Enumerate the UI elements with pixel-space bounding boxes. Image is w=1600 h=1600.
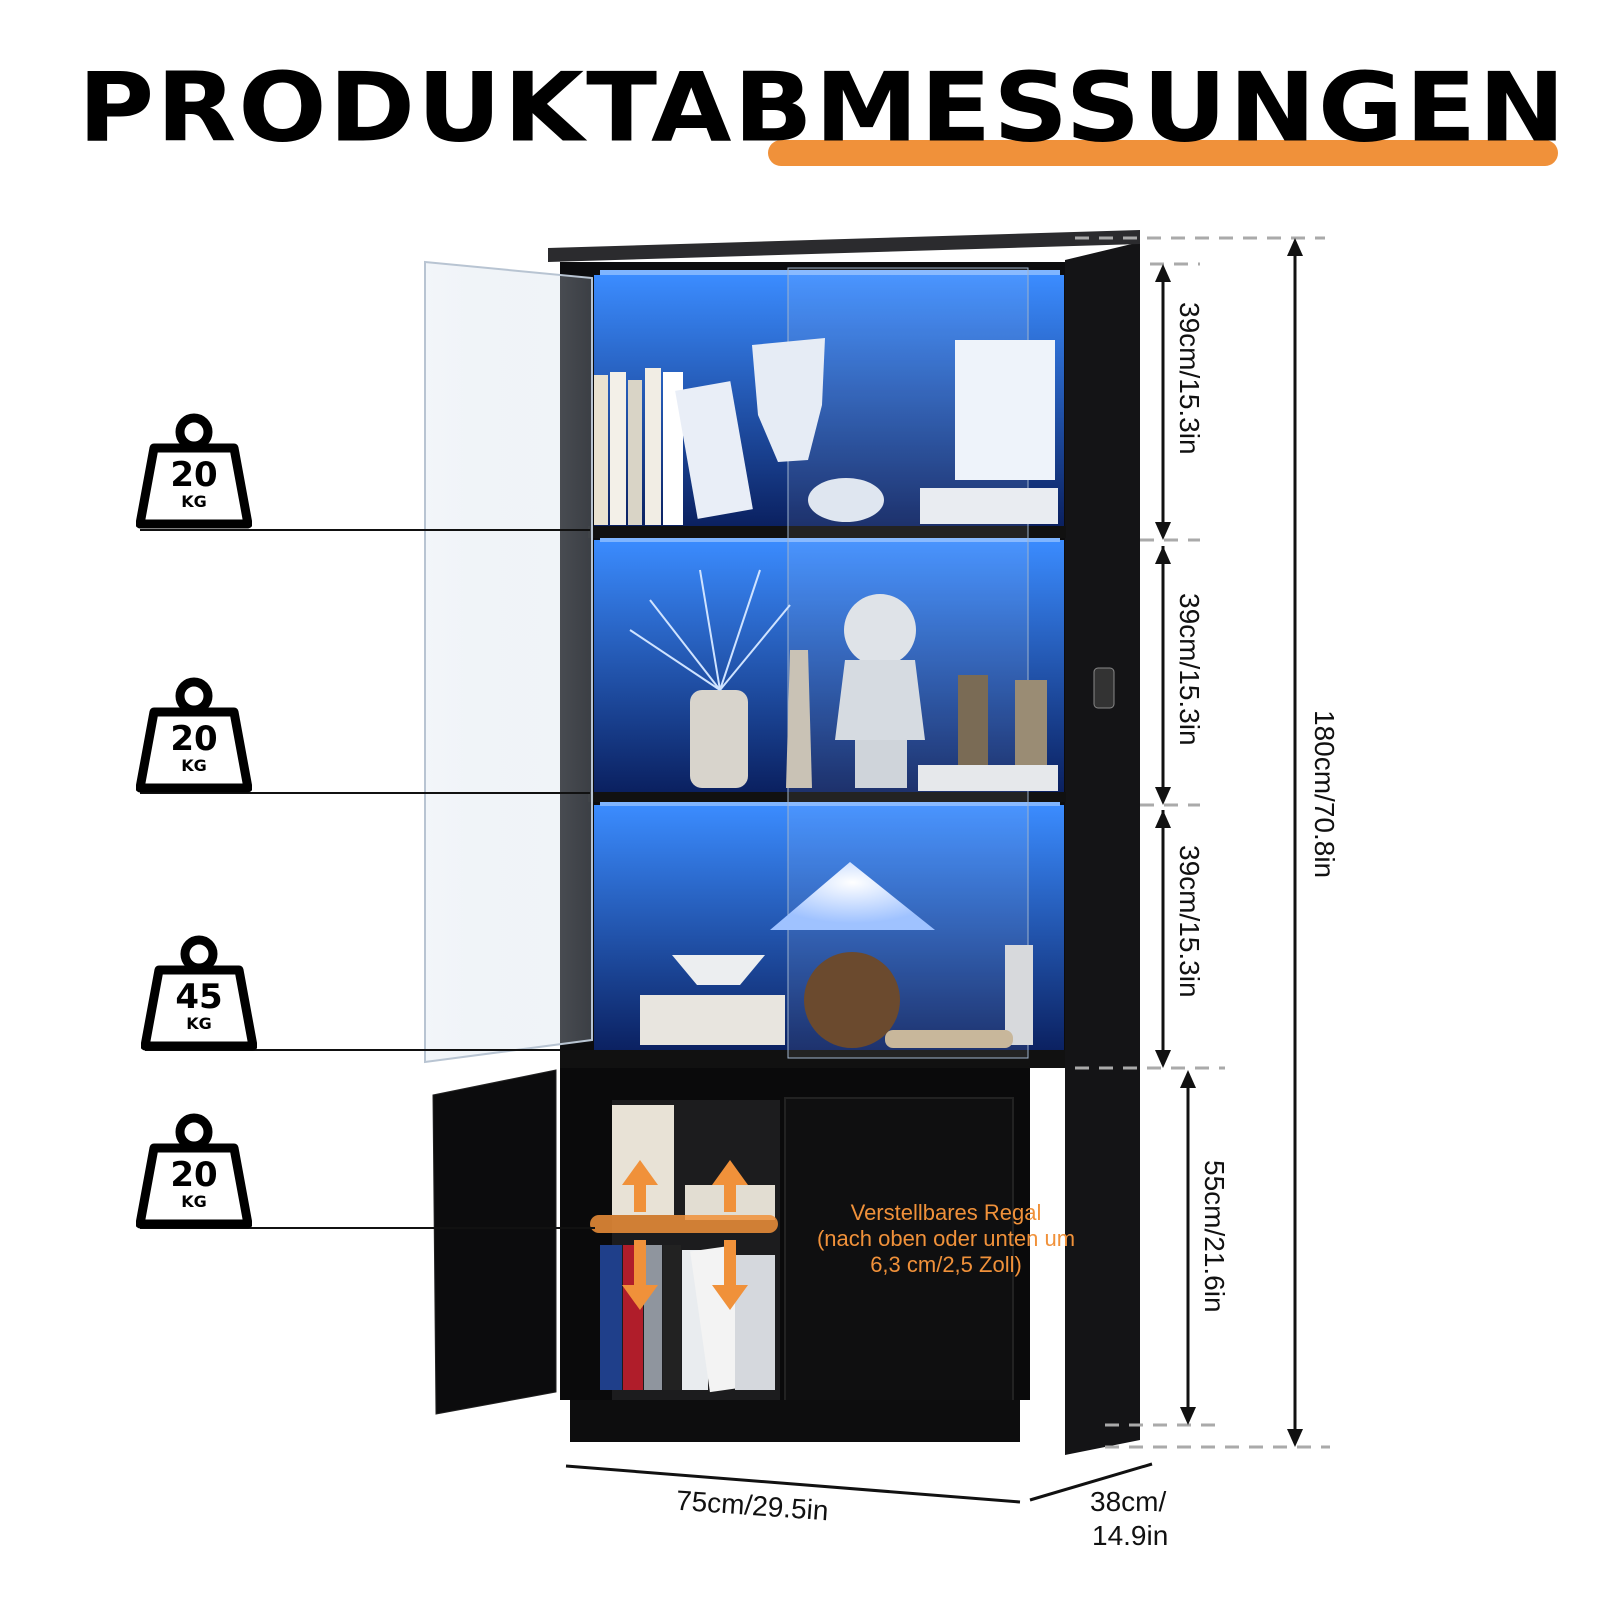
note-line-3: 6,3 cm/2,5 Zoll) (870, 1252, 1022, 1277)
dim-depth-line-1: 38cm/ (1090, 1486, 1167, 1517)
weight-icon (136, 1113, 252, 1229)
decor-shelf-1 (594, 338, 1058, 525)
weight-unit: KG (181, 1192, 207, 1211)
lower-door-left (432, 1069, 557, 1415)
decor-shelf-2 (629, 569, 1058, 791)
title-text: PRODUKTABMESSUNGEN (78, 51, 1568, 164)
weight-badge-shelf-3: 45 KG (141, 934, 257, 1054)
dim-shelf-3: 39cm/15.3in (1174, 845, 1205, 998)
weight-value: 20 (170, 455, 218, 495)
dimension-guides (1075, 236, 1330, 1449)
weight-icon (136, 413, 252, 529)
weight-value: 45 (175, 977, 223, 1017)
weight-unit: KG (181, 756, 207, 775)
adjustable-shelf-note: Verstellbares Regal (nach oben oder unte… (786, 1200, 1106, 1278)
decor-shelf-3 (640, 862, 1033, 1048)
weight-unit: KG (186, 1014, 212, 1033)
weight-icon (136, 677, 252, 793)
weight-value: 20 (170, 1155, 218, 1195)
weight-unit: KG (181, 492, 207, 511)
page-title: PRODUKTABMESSUNGEN (78, 52, 1565, 182)
dim-shelf-1: 39cm/15.3in (1174, 302, 1205, 455)
adjust-arrows (622, 1160, 748, 1310)
adjustable-shelf (590, 1215, 778, 1233)
note-line-1: Verstellbares Regal (850, 1200, 1042, 1225)
dim-base: 55cm/21.6in (1199, 1160, 1230, 1313)
note-line-2: (nach oben oder unten um (816, 1226, 1076, 1251)
weight-icon (141, 935, 257, 1051)
weight-badge-shelf-1: 20 KG (136, 412, 252, 532)
glass-door-left (424, 260, 593, 1064)
dim-total-height: 180cm/70.8in (1309, 710, 1340, 879)
weight-badge-shelf-2: 20 KG (136, 676, 252, 796)
dimension-arrows (565, 244, 1297, 1504)
weight-value: 20 (170, 719, 218, 759)
dimension-arrowheads (1155, 238, 1303, 1447)
dim-shelf-2: 39cm/15.3in (1174, 593, 1205, 746)
dim-depth-line-2: 14.9in (1092, 1520, 1169, 1551)
weight-badge-lower-shelf: 20 KG (136, 1112, 252, 1232)
